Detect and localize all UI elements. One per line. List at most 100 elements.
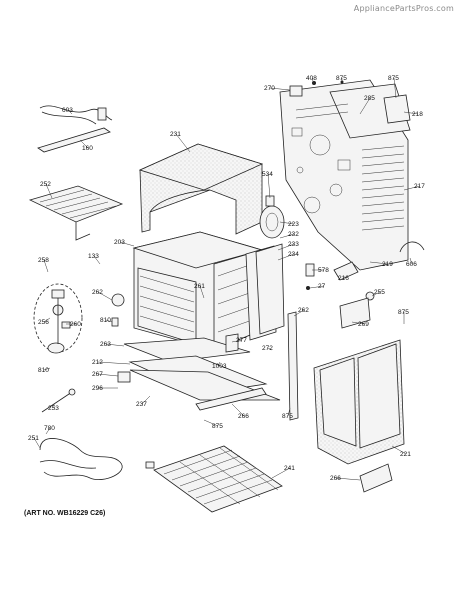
leader-line [105, 319, 113, 323]
callout-label: 237 [136, 401, 147, 408]
callout-label: 603 [62, 107, 73, 114]
broil-element-252 [28, 185, 124, 241]
callout-label: 221 [400, 451, 411, 458]
callout-label: 780 [44, 425, 55, 432]
callout-label: 253 [48, 405, 59, 412]
leader-line [97, 373, 119, 377]
leader-line [311, 77, 315, 85]
callout-label: 241 [284, 465, 295, 472]
callout-label: 262 [298, 307, 309, 314]
callout-label: 285 [364, 95, 375, 102]
leader-line [293, 309, 305, 317]
callout-label: 875 [388, 75, 399, 82]
leader-line [67, 109, 73, 115]
leader-line [403, 111, 419, 115]
leader-line [79, 139, 89, 149]
side-insulation [245, 243, 285, 341]
callout-label: 217 [414, 183, 425, 190]
leader-line [279, 221, 295, 225]
leader-line [403, 185, 421, 191]
callout-label: 218 [412, 111, 423, 118]
callout-label: 1003 [212, 363, 227, 370]
leader-line [269, 87, 291, 91]
leader-line [43, 367, 51, 371]
side-panel-221 [313, 339, 405, 465]
watermark: AppliancePartsPros.com [353, 4, 454, 13]
callout-label: 266 [238, 413, 249, 420]
outer-wrapper [138, 143, 264, 235]
leader-line [105, 343, 125, 347]
knob-262 [111, 293, 125, 307]
leader-line [277, 243, 295, 251]
callout-label: 875 [336, 75, 347, 82]
leader-line [141, 395, 151, 405]
callout-label: 260 [70, 321, 81, 328]
callout-label: 160 [82, 145, 93, 152]
leader-line [93, 255, 101, 265]
callout-label: 269 [358, 321, 369, 328]
leader-line [203, 419, 219, 427]
leader-line [267, 173, 271, 199]
leader-line [43, 259, 49, 273]
bracket-216 [333, 261, 375, 329]
leader-line [371, 291, 381, 297]
leader-line [45, 183, 53, 199]
callout-label: 875 [398, 309, 409, 316]
leader-line [45, 427, 51, 435]
callout-label: 272 [262, 345, 273, 352]
callout-label: 262 [92, 289, 103, 296]
leader-line [33, 437, 41, 449]
leader-line [271, 467, 291, 479]
callout-label: 296 [92, 385, 103, 392]
oven-rack-241 [145, 445, 283, 513]
callout-label: 263 [100, 341, 111, 348]
gasket-606 [399, 241, 425, 253]
leader-line [97, 361, 131, 365]
callout-label: 234 [288, 251, 299, 258]
oven-back-panel [279, 79, 411, 271]
leader-line [279, 233, 295, 239]
leader-line [43, 317, 51, 323]
callout-label: 810 [38, 367, 49, 374]
callout-label: 270 [264, 85, 275, 92]
callout-label: 233 [288, 241, 299, 248]
leader-line [391, 445, 407, 455]
bake-element [39, 388, 123, 480]
callout-label: 27 [318, 283, 326, 290]
probe-assembly [33, 283, 83, 354]
callout-label: 256 [38, 319, 49, 326]
leader-line [119, 241, 135, 247]
callout-label: 810 [100, 317, 111, 324]
small-parts-578-27 [305, 263, 315, 290]
convection-fan [259, 195, 285, 239]
callout-label: 219 [382, 261, 393, 268]
clip-810 [111, 317, 119, 327]
leader-line [393, 77, 397, 99]
callout-label: 231 [170, 131, 181, 138]
callout-label: 267 [92, 371, 103, 378]
leader-line [309, 285, 325, 289]
leader-line [231, 339, 243, 343]
leader-line [287, 407, 291, 417]
callout-label: 251 [28, 435, 39, 442]
callout-label: 534 [262, 171, 273, 178]
wire-harness [37, 105, 113, 153]
leader-line [359, 97, 371, 115]
callout-label: 255 [374, 289, 385, 296]
leader-line [217, 361, 221, 367]
callout-label: 133 [88, 253, 99, 260]
leader-line [277, 253, 295, 261]
callout-label: 252 [40, 181, 51, 188]
art-number: (ART NO. WB16229 C26) [24, 510, 106, 517]
leader-line [351, 321, 365, 325]
callout-label: 258 [38, 257, 49, 264]
leader-line [175, 133, 191, 153]
leader-line [369, 261, 389, 265]
callout-label: 261 [194, 283, 205, 290]
latch-266 [359, 463, 393, 493]
leader-line [199, 285, 205, 299]
oven-cavity [132, 231, 264, 351]
callout-label: 212 [92, 359, 103, 366]
